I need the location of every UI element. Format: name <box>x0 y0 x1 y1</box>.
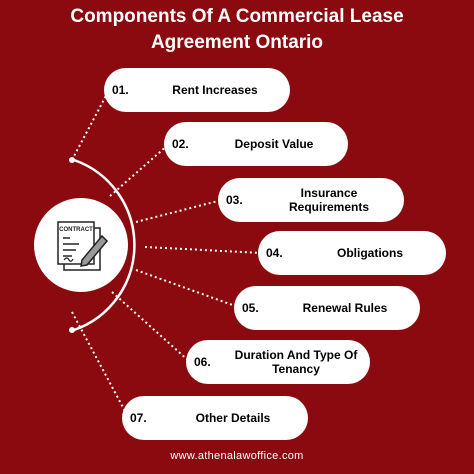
connector-02 <box>109 144 169 197</box>
connector-07 <box>71 311 127 414</box>
pen-icon <box>80 234 109 267</box>
footer-website: www.athenalawoffice.com <box>170 450 304 462</box>
arc-end-dot-top <box>69 157 75 163</box>
item-number: 02. <box>172 137 189 151</box>
signature-icon <box>63 257 74 262</box>
contract-label: CONTRACT <box>59 227 93 233</box>
list-item: 03. Insurance Requirements <box>218 178 404 222</box>
item-number: 04. <box>266 246 283 260</box>
connector-04 <box>144 246 263 254</box>
item-number: 06. <box>194 355 211 369</box>
title-line-1: Components Of A Commercial Lease <box>70 6 404 27</box>
item-number: 07. <box>130 411 147 425</box>
title-line-2: Agreement Ontario <box>150 32 324 53</box>
item-label: Renewal Rules <box>302 301 388 315</box>
item-label: Deposit Value <box>234 137 314 151</box>
list-item: 05. Renewal Rules <box>234 286 420 330</box>
item-label: Duration And Type Of Tenancy <box>234 348 358 376</box>
arc-outline <box>73 158 136 332</box>
connector-03 <box>135 199 223 223</box>
list-item: 01. Rent Increases <box>104 68 290 112</box>
page-title: Components Of A Commercial Lease Agreeme… <box>0 4 474 56</box>
list-item: 04. Obligations <box>258 231 446 275</box>
list-item: 06. Duration And Type Of Tenancy <box>186 340 370 384</box>
connector-05 <box>135 269 239 308</box>
item-number: 05. <box>242 301 259 315</box>
item-label: Other Details <box>195 411 271 425</box>
list-item: 02. Deposit Value <box>164 122 348 166</box>
item-label: Insurance Requirements <box>288 186 370 214</box>
contract-document-badge: CONTRACT <box>34 198 128 292</box>
arc-end-dot-bottom <box>69 327 75 333</box>
contract-document-icon: CONTRACT <box>57 221 109 271</box>
connector-01 <box>71 91 109 161</box>
connector-06 <box>111 291 191 363</box>
item-label: Obligations <box>337 246 403 260</box>
item-number: 01. <box>112 83 129 97</box>
list-item: 07. Other Details <box>122 396 308 440</box>
item-label: Rent Increases <box>172 83 258 97</box>
item-number: 03. <box>226 193 243 207</box>
